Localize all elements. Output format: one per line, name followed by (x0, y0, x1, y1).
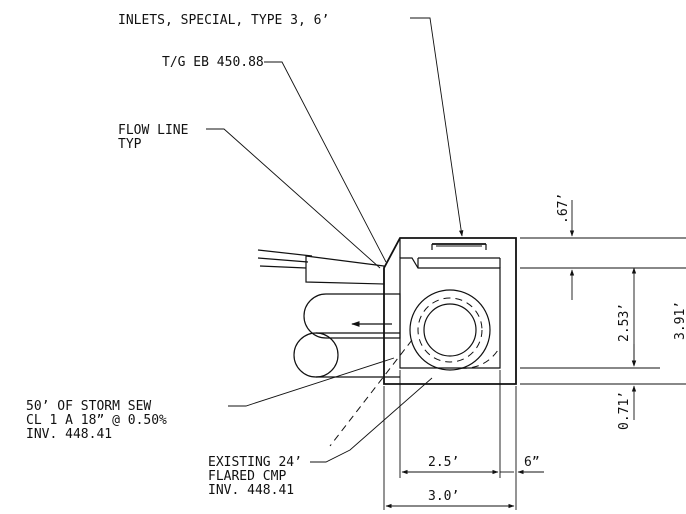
dim-total-height: 3.91’ (673, 301, 686, 340)
storm-sewer-leader (228, 357, 395, 407)
inlet-type-leader (410, 17, 464, 237)
cmp-flare-arc (459, 349, 499, 369)
pipe-outer-circle (409, 289, 491, 371)
inlet-structure (383, 237, 517, 385)
dim-top-offset: .67’ (556, 193, 571, 224)
horizontal-dimensions (383, 370, 544, 510)
existing-cmp-leader (310, 377, 433, 463)
storm-sewer-invert-label: INV. 448.41 (26, 427, 112, 442)
storm-sewer-label: 50’ OF STORM SEW (26, 399, 151, 414)
existing-cmp-type-label: FLARED CMP (208, 469, 286, 484)
cmp-centerline (329, 339, 413, 447)
dim-wall-thickness: 6” (524, 455, 540, 470)
dim-inner-height: 2.53’ (617, 303, 632, 342)
existing-cmp-invert-label: INV. 448.41 (208, 483, 294, 498)
flow-line-leader (206, 128, 381, 269)
flow-line-typ-label: TYP (118, 137, 142, 152)
grate (431, 243, 487, 250)
dim-outer-width: 3.0’ (428, 489, 459, 504)
vertical-dimensions (520, 200, 686, 420)
dim-inner-width: 2.5’ (428, 455, 459, 470)
pipe-inner-circle (423, 303, 477, 357)
pipe-dashed-circle (417, 297, 483, 363)
dim-bottom-slab: 0.71’ (617, 391, 632, 430)
storm-sewer-pipes (257, 249, 401, 378)
top-of-grate-leader (264, 61, 387, 263)
existing-cmp-label: EXISTING 24’ (208, 455, 302, 470)
inlet-type-label: INLETS, SPECIAL, TYPE 3, 6’ (118, 13, 329, 28)
storm-sewer-class-label: CL 1 A 18” @ 0.50% (26, 413, 167, 428)
top-of-grate-label: T/G EB 450.88 (162, 55, 264, 70)
flow-line-label: FLOW LINE (118, 123, 188, 138)
